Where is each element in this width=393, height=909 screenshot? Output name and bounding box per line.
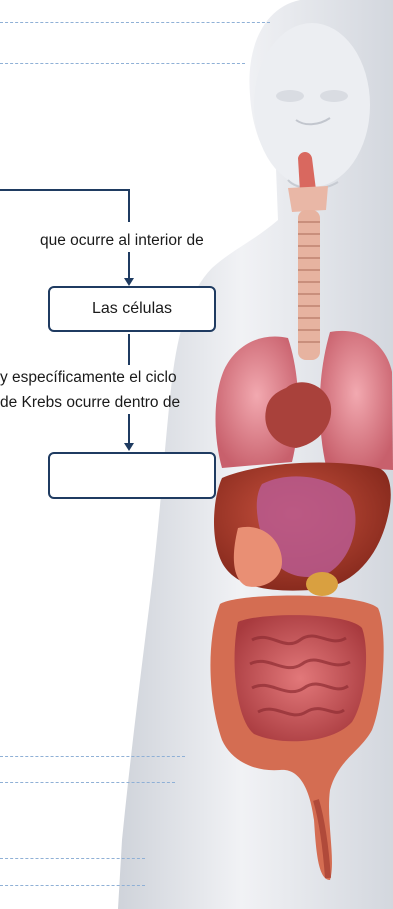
dashed-guide-line [0, 22, 270, 23]
connector-label-interior: que ocurre al interior de [40, 230, 204, 252]
dashed-guide-line [0, 782, 175, 783]
connector-label-krebs-line2: de Krebs ocurre dentro de [0, 392, 180, 414]
pancreas [306, 572, 338, 596]
dashed-guide-line [0, 63, 245, 64]
cells-box: Las células [48, 286, 216, 332]
answer-box[interactable] [48, 452, 216, 499]
dashed-guide-line [0, 858, 145, 859]
dashed-guide-line [0, 885, 145, 886]
connector-label-krebs-line1: y específicamente el ciclo [0, 367, 177, 389]
dashed-guide-line [0, 756, 185, 757]
